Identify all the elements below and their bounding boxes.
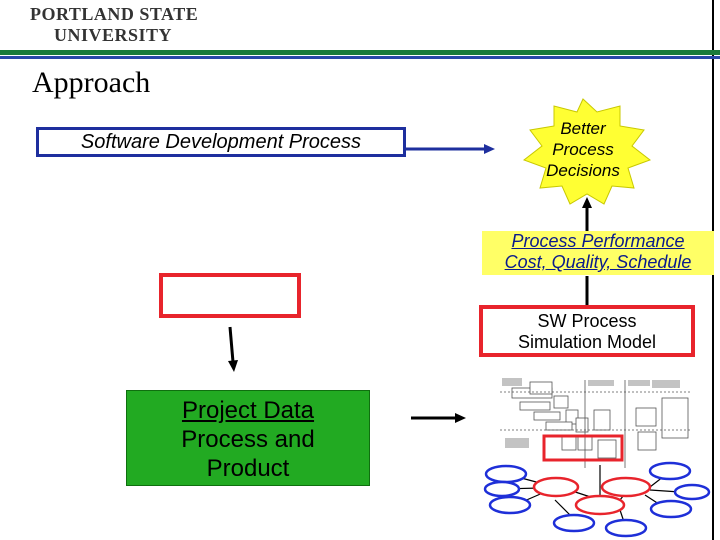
decisions-burst-text: Better Process Decisions — [520, 118, 646, 181]
university-logo: PORTLAND STATE UNIVERSITY — [30, 4, 198, 46]
performance-line-2: Cost, Quality, Schedule — [504, 252, 692, 272]
project-data-to-model-arrowhead — [455, 413, 466, 423]
simulation-model-box: SW Process Simulation Model — [479, 305, 695, 357]
node-blue-5 — [604, 518, 648, 538]
simulation-line-2: Simulation Model — [517, 332, 657, 352]
simulation-line-1: SW Process — [537, 311, 637, 331]
empty-box-down-arrowhead — [228, 360, 238, 372]
logo-line-2: UNIVERSITY — [54, 25, 173, 45]
project-data-line-1: Project Data — [181, 397, 315, 424]
decisions-line-3: Decisions — [546, 161, 620, 180]
node-blue-3 — [488, 495, 532, 515]
process-performance-box: Process Performance Cost, Quality, Sched… — [482, 231, 714, 275]
process-flowchart-thumbnail — [500, 378, 690, 468]
project-data-line-2: Process and — [181, 426, 315, 453]
node-red-3 — [574, 494, 626, 516]
node-blue-8 — [649, 499, 693, 519]
project-data-box: Project Data Process and Product — [126, 390, 370, 486]
header-rule-blue — [0, 56, 720, 59]
logo-line-1: PORTLAND STATE — [30, 4, 199, 24]
node-red-2 — [600, 476, 652, 498]
node-blue-1 — [484, 464, 528, 484]
performance-to-decisions-arrowhead — [582, 197, 592, 208]
decisions-line-2: Process — [552, 140, 614, 159]
node-blue-4 — [552, 513, 596, 533]
software-process-box: Software Development Process — [36, 127, 406, 157]
node-red-1 — [532, 476, 580, 498]
node-blue-6 — [648, 461, 692, 481]
process-to-decisions-arrowhead — [484, 144, 495, 154]
decisions-burst-shape — [522, 98, 652, 205]
node-blue-2 — [483, 480, 521, 498]
decisions-line-1: Better — [560, 119, 606, 138]
performance-line-1: Process Performance — [511, 231, 685, 251]
project-data-line-3: Product — [206, 455, 290, 482]
empty-box-down-arrow — [228, 326, 235, 363]
node-blue-7 — [673, 483, 711, 501]
highlighted-change-box — [542, 434, 624, 462]
slide-title: Approach — [32, 66, 151, 99]
network-nodes — [483, 461, 711, 538]
header-rule-green — [0, 50, 720, 55]
empty-red-box — [159, 273, 301, 318]
